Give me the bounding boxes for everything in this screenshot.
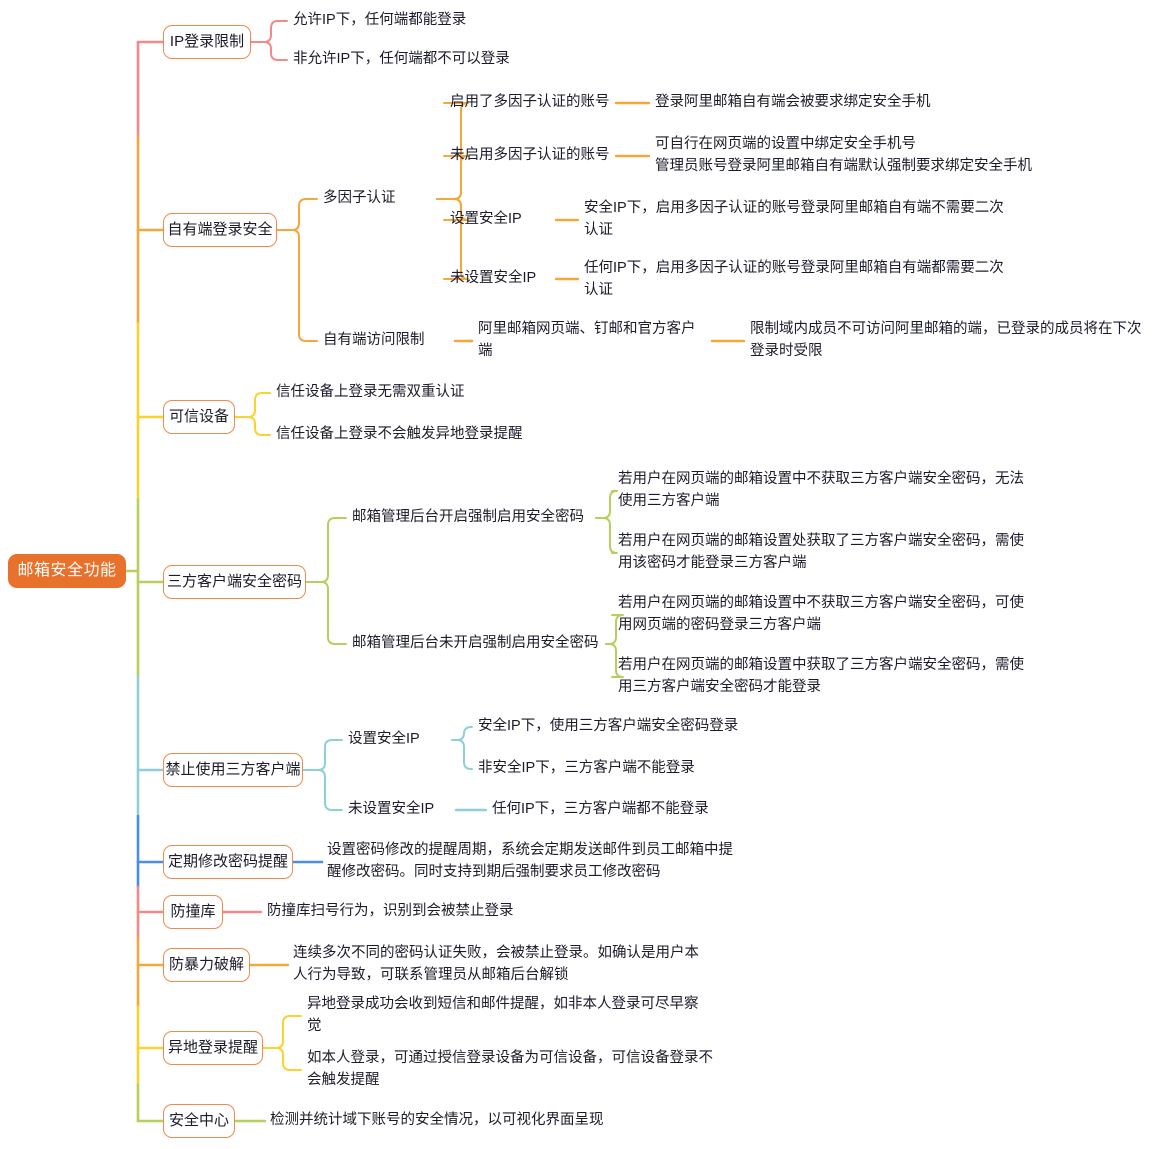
sub-node[interactable]: 启用了多因子认证的账号 xyxy=(450,94,610,111)
leaf-node[interactable]: 信任设备上登录不会触发异地登录提醒 xyxy=(276,426,523,443)
sub-node[interactable]: 邮箱管理后台开启强制启用安全密码 xyxy=(352,509,584,526)
branch-node-own-client-login-security[interactable]: 自有端登录安全 xyxy=(163,213,277,247)
branch-node-anti-brute-force[interactable]: 防暴力破解 xyxy=(163,948,250,982)
branch-node-third-party-client-secure-password[interactable]: 三方客户端安全密码 xyxy=(163,565,306,599)
sub-node-multi-factor-auth[interactable]: 多因子认证 xyxy=(323,190,396,207)
sub-node[interactable]: 未设置安全IP xyxy=(450,270,537,287)
leaf-node[interactable]: 安全IP下，启用多因子认证的账号登录阿里邮箱自有端不需要二次认证 xyxy=(584,200,1004,238)
leaf-node[interactable]: 连续多次不同的密码认证失败，会被禁止登录。如确认是用户本人行为导致，可联系管理员… xyxy=(293,945,699,983)
branch-node-anti-credential-stuffing[interactable]: 防撞库 xyxy=(163,895,223,929)
leaf-node[interactable]: 异地登录成功会收到短信和邮件提醒，如非本人登录可尽早察觉 xyxy=(307,996,699,1034)
leaf-node[interactable]: 安全IP下，使用三方客户端安全密码登录 xyxy=(478,718,739,735)
branch-node-forbid-third-party-client[interactable]: 禁止使用三方客户端 xyxy=(163,753,303,787)
sub-node[interactable]: 未启用多因子认证的账号 xyxy=(450,147,610,164)
leaf-node[interactable]: 设置密码修改的提醒周期，系统会定期发送邮件到员工邮箱中提醒修改密码。同时支持到期… xyxy=(327,842,733,880)
root-node[interactable]: 邮箱安全功能 xyxy=(8,554,126,588)
leaf-node[interactable]: 允许IP下，任何端都能登录 xyxy=(293,12,467,29)
sub-node-own-client-access-restriction[interactable]: 自有端访问限制 xyxy=(323,332,425,349)
branch-node-trusted-device[interactable]: 可信设备 xyxy=(163,400,235,434)
leaf-node[interactable]: 任何IP下，三方客户端都不能登录 xyxy=(492,801,709,818)
leaf-node[interactable]: 任何IP下，启用多因子认证的账号登录阿里邮箱自有端都需要二次认证 xyxy=(584,260,1004,298)
leaf-node[interactable]: 若用户在网页端的邮箱设置处获取了三方客户端安全密码，需使用该密码才能登录三方客户… xyxy=(618,533,1024,571)
leaf-node[interactable]: 若用户在网页端的邮箱设置中不获取三方客户端安全密码，可使用网页端的密码登录三方客… xyxy=(618,595,1024,633)
leaf-node[interactable]: 检测并统计域下账号的安全情况，以可视化界面呈现 xyxy=(270,1112,604,1129)
leaf-node[interactable]: 如本人登录，可通过授信登录设备为可信设备，可信设备登录不会触发提醒 xyxy=(307,1050,713,1088)
branch-node-remote-login-reminder[interactable]: 异地登录提醒 xyxy=(163,1031,263,1065)
branch-node-ip-login-restriction[interactable]: IP登录限制 xyxy=(163,25,251,59)
sub-node[interactable]: 设置安全IP xyxy=(348,731,420,748)
branch-node-security-center[interactable]: 安全中心 xyxy=(163,1104,235,1138)
sub-node[interactable]: 设置安全IP xyxy=(450,211,522,228)
sub-node[interactable]: 阿里邮箱网页端、钉邮和官方客户端 xyxy=(478,321,696,359)
leaf-node[interactable]: 防撞库扫号行为，识别到会被禁止登录 xyxy=(267,903,514,920)
sub-node[interactable]: 邮箱管理后台未开启强制启用安全密码 xyxy=(352,635,599,652)
leaf-node[interactable]: 可自行在网页端的设置中绑定安全手机号 管理员账号登录阿里邮箱自有端默认强制要求绑… xyxy=(655,136,1032,174)
leaf-node[interactable]: 非允许IP下，任何端都不可以登录 xyxy=(293,51,510,68)
leaf-node[interactable]: 非安全IP下，三方客户端不能登录 xyxy=(478,760,695,777)
sub-node[interactable]: 未设置安全IP xyxy=(348,801,435,818)
leaf-node[interactable]: 若用户在网页端的邮箱设置中不获取三方客户端安全密码，无法使用三方客户端 xyxy=(618,471,1024,509)
leaf-node[interactable]: 限制域内成员不可访问阿里邮箱的端，已登录的成员将在下次登录时受限 xyxy=(750,321,1142,359)
leaf-node[interactable]: 信任设备上登录无需双重认证 xyxy=(276,384,465,401)
branch-node-periodic-password-change-reminder[interactable]: 定期修改密码提醒 xyxy=(163,845,293,879)
leaf-node[interactable]: 若用户在网页端的邮箱设置中获取了三方客户端安全密码，需使用三方客户端安全密码才能… xyxy=(618,657,1024,695)
leaf-node[interactable]: 登录阿里邮箱自有端会被要求绑定安全手机 xyxy=(655,94,931,111)
